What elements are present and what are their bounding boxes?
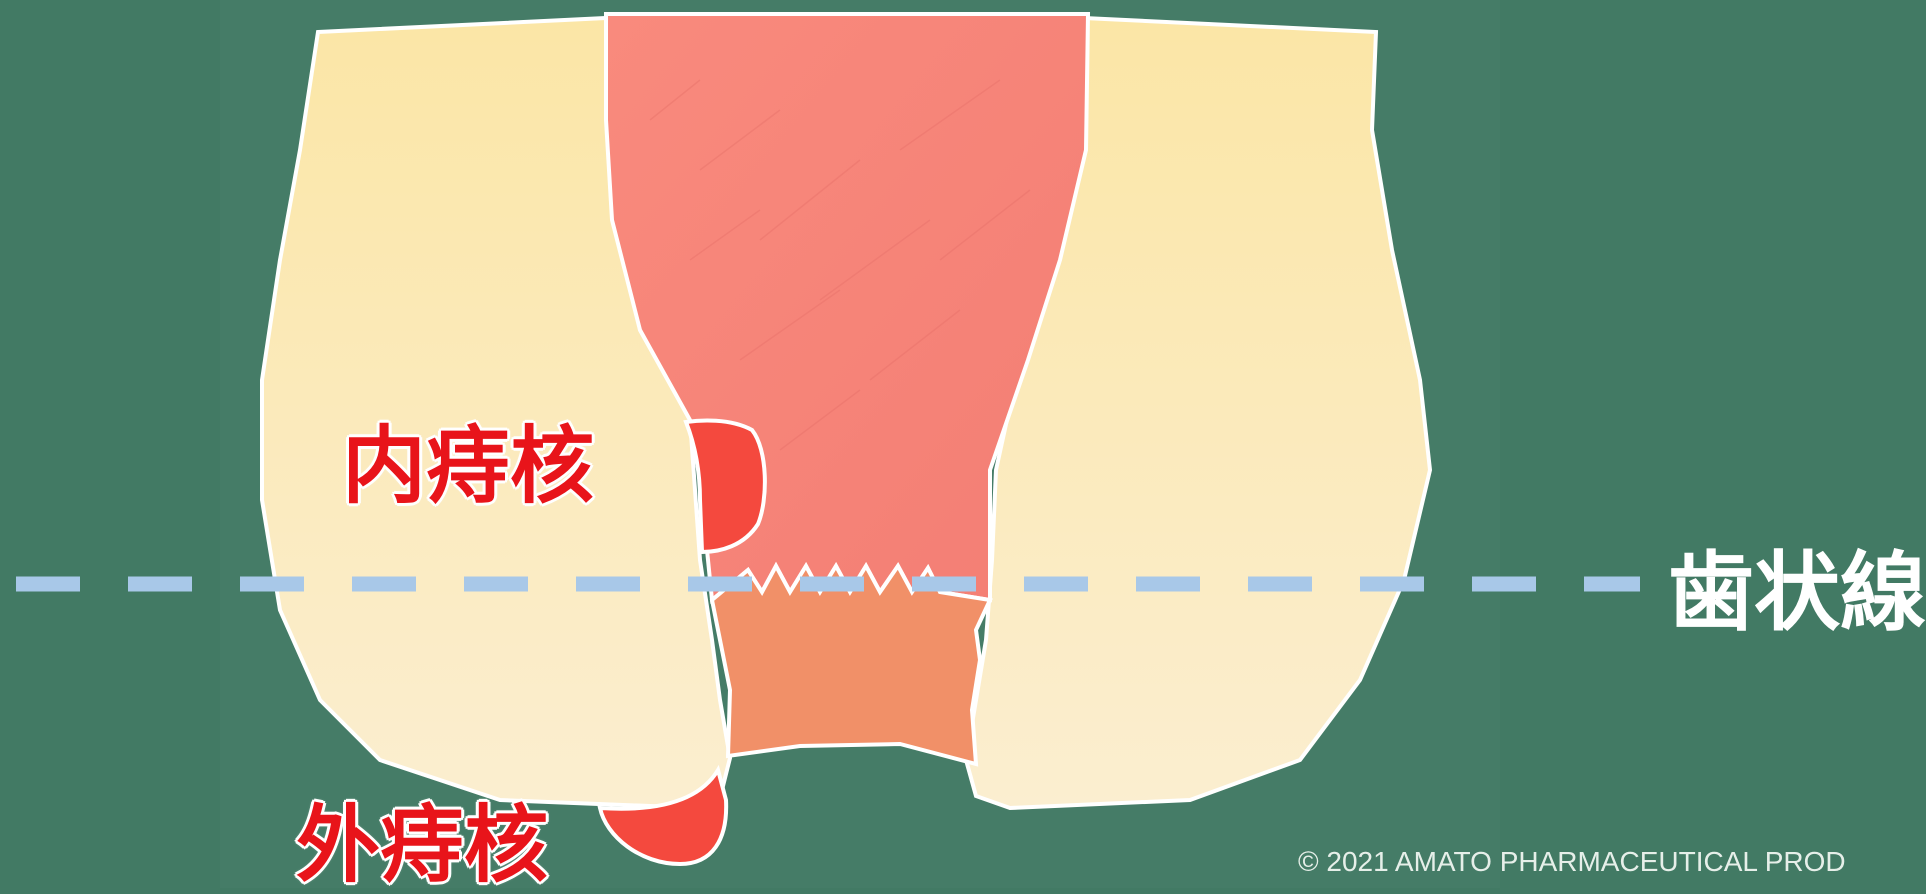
anal-canal [709,561,993,767]
internal-hemorrhoid-label: 内痔核 [342,417,595,515]
dentate-line-label: 歯状線 [1668,543,1926,643]
external-hemorrhoid-mass [597,764,729,867]
internal-hemorrhoid-mass [683,418,767,555]
copyright-notice: © 2021 AMATO PHARMACEUTICAL PROD [1298,846,1846,877]
external-hemorrhoid-label: 外痔核 [296,796,549,894]
rectum-texture [649,79,1031,451]
